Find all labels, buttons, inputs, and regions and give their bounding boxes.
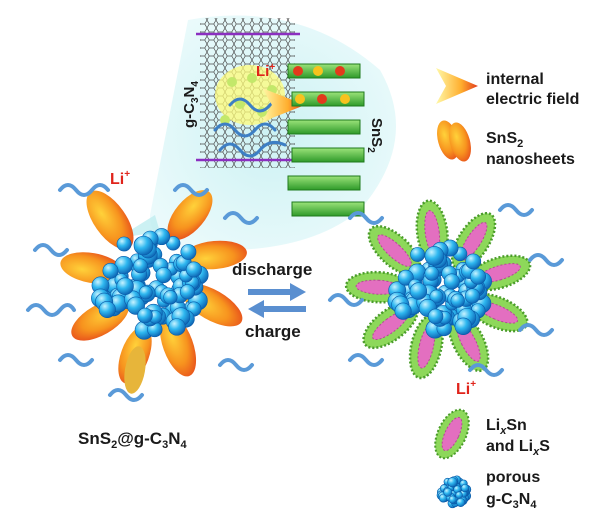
legend-sns2-line2: nanosheets	[486, 151, 575, 168]
gc3n4-inset-label: g-C3N4	[181, 81, 201, 128]
charge-arrow-icon	[248, 300, 306, 318]
left-porous-spheres	[91, 228, 209, 340]
discharge-arrow-icon	[248, 283, 306, 301]
left-li-wave-arrows	[26, 183, 259, 402]
charge-label: charge	[245, 322, 301, 341]
electric-field-arrow-icon	[436, 68, 478, 104]
legend-field-line2: electric field	[486, 91, 579, 108]
lithiated-sheet-icon	[434, 408, 470, 460]
li-ion-dots	[220, 73, 277, 125]
discharge-label: discharge	[232, 260, 312, 279]
right-porous-spheres	[387, 239, 492, 339]
li-inset-label: Li+	[256, 62, 275, 80]
legend-field-line1: internal	[486, 71, 544, 88]
legend-lixsn-line2: and LixS	[486, 438, 550, 458]
electric-field-arrow-inset	[262, 88, 305, 122]
legend-porous-line2: g-C3N4	[486, 491, 537, 511]
legend-sns2-line1: SnS2	[486, 130, 523, 150]
porous-sphere-icon	[436, 475, 472, 509]
right-li-wave-arrows	[328, 203, 564, 377]
legend-porous-line1: porous	[486, 469, 540, 486]
sns2-inset-label: SnS2	[365, 118, 385, 153]
legend-lixsn-line1: LixSn	[486, 417, 527, 437]
li-left-label: Li+	[110, 169, 130, 188]
sns2-sulfur-dots	[293, 66, 350, 104]
sns2-nanosheet-icon	[437, 120, 471, 162]
li-right-label: Li+	[456, 379, 476, 398]
composite-label: SnS2@g-C3N4	[78, 429, 188, 451]
